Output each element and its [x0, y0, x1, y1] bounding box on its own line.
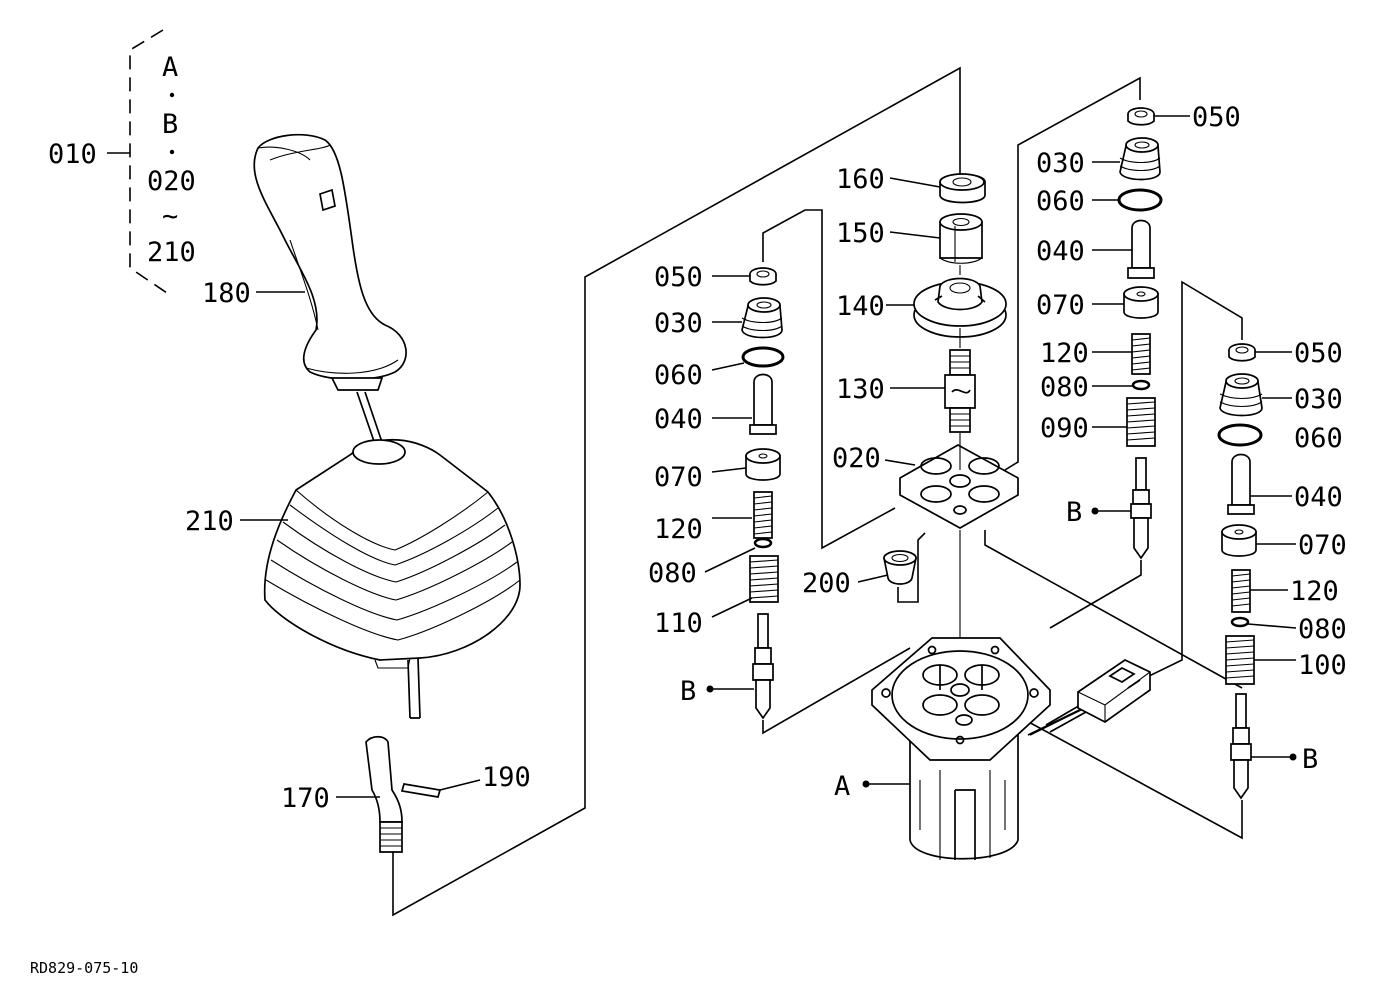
left-spring-110 [749, 555, 779, 603]
callout-020: 020 [832, 443, 881, 474]
mid-rod [1130, 457, 1152, 560]
right-rod [1230, 693, 1252, 800]
callout-right-030: 030 [1294, 384, 1343, 415]
callout-200: 200 [802, 568, 851, 599]
callout-170: 170 [281, 783, 330, 814]
mid-spring-120 [1131, 333, 1151, 375]
assembly-outline-left-stack [762, 209, 896, 550]
right-spring-120 [1231, 569, 1251, 613]
left-rod [752, 613, 774, 720]
valve-body [871, 637, 1051, 860]
plate-140 [913, 277, 1007, 338]
mid-washer-080 [1131, 379, 1151, 391]
callout-body-a: A [834, 771, 850, 802]
callout-left-b: B [680, 676, 696, 707]
rubber-boot-210 [263, 438, 521, 719]
left-washer-080 [753, 537, 773, 549]
mid-oring-060 [1117, 188, 1163, 212]
callout-mid-080: 080 [1040, 372, 1089, 403]
assembly-outline-left [392, 66, 961, 917]
left-spacer-070 [745, 448, 781, 481]
callout-130: 130 [836, 374, 885, 405]
group-label-020: 020 [147, 166, 196, 197]
group-label-tilde: ~ [162, 201, 178, 232]
callout-mid-090: 090 [1040, 413, 1089, 444]
callout-190: 190 [482, 762, 531, 793]
electrical-connector [1029, 659, 1151, 736]
pin-190 [400, 783, 442, 798]
callout-left-070: 070 [654, 462, 703, 493]
nut-150 [939, 213, 983, 264]
callout-right-120: 120 [1290, 576, 1339, 607]
reference-code: RD829-075-10 [30, 959, 138, 977]
callout-mid-b: B [1066, 497, 1082, 528]
callout-mid-120: 120 [1040, 338, 1089, 369]
group-bracket: A B 020 ~ 210 010 [48, 29, 196, 296]
group-label-210: 210 [147, 237, 196, 268]
right-spring-100 [1225, 635, 1255, 685]
left-plug-030 [741, 297, 783, 339]
right-spacer-070 [1221, 524, 1257, 557]
joint-130 [944, 349, 976, 433]
callout-right-080: 080 [1298, 614, 1347, 645]
plate-020 [899, 444, 1019, 529]
callout-left-040: 040 [654, 404, 703, 435]
left-spring-120 [753, 491, 773, 539]
callout-left-030: 030 [654, 308, 703, 339]
nut-160 [939, 173, 986, 204]
callout-left-080: 080 [648, 558, 697, 589]
left-oring-060 [741, 346, 785, 368]
lever-170 [365, 735, 403, 853]
right-oring-060 [1217, 423, 1263, 447]
group-label-b: B [162, 109, 178, 140]
callout-right-040: 040 [1294, 482, 1343, 513]
right-seal-050 [1228, 343, 1256, 362]
callout-right-060: 060 [1294, 423, 1343, 454]
right-piston-040 [1227, 453, 1255, 515]
callout-180: 180 [202, 278, 251, 309]
callout-right-050: 050 [1294, 338, 1343, 369]
callout-left-120: 120 [654, 514, 703, 545]
callout-right-070: 070 [1298, 530, 1347, 561]
callout-210: 210 [185, 506, 234, 537]
left-seal-050 [749, 267, 777, 286]
callout-010: 010 [48, 139, 97, 170]
right-washer-080 [1230, 616, 1250, 628]
mid-piston-040 [1127, 219, 1155, 279]
callout-mid-070: 070 [1036, 290, 1085, 321]
callout-right-100: 100 [1298, 650, 1347, 681]
mid-seal-050 [1127, 107, 1155, 126]
left-piston-040 [749, 373, 777, 435]
callout-mid-030: 030 [1036, 148, 1085, 179]
group-label-a: A [162, 52, 178, 83]
callout-140: 140 [836, 291, 885, 322]
callout-mid-050: 050 [1192, 102, 1241, 133]
callout-mid-040: 040 [1036, 236, 1085, 267]
callout-left-110: 110 [654, 608, 703, 639]
callout-160: 160 [836, 164, 885, 195]
grip-handle-180 [253, 133, 407, 391]
callout-mid-060: 060 [1036, 186, 1085, 217]
callout-right-b: B [1302, 744, 1318, 775]
bushing-200 [883, 550, 917, 585]
right-plug-030 [1219, 373, 1263, 417]
mid-spacer-070 [1123, 286, 1159, 319]
callout-left-050: 050 [654, 262, 703, 293]
mid-plug-030 [1119, 137, 1161, 181]
mid-spring-090 [1126, 397, 1156, 447]
callout-left-060: 060 [654, 360, 703, 391]
assembly-outline-mid-stack [1004, 76, 1141, 471]
callout-150: 150 [836, 218, 885, 249]
